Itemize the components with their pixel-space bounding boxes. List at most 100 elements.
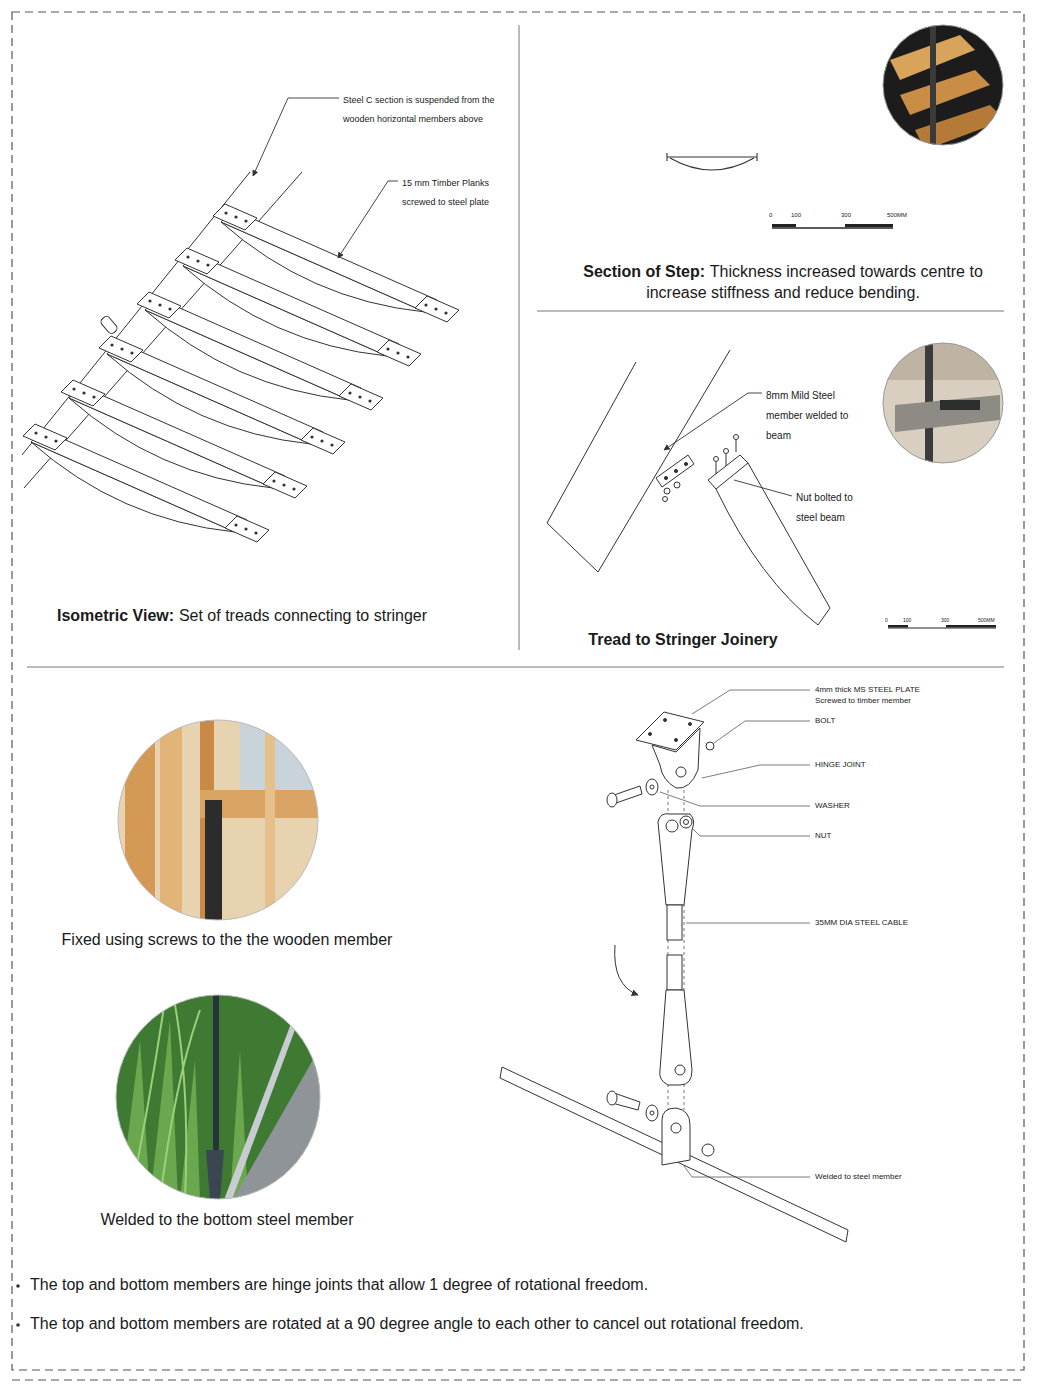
hinge-assembly: [706, 742, 714, 750]
scale-number-block: 300: [941, 617, 949, 623]
leader-line: [702, 765, 810, 778]
part-label: 35MM DIA STEEL CABLE: [815, 918, 908, 927]
bullet-dot: [16, 1323, 20, 1327]
view-caption: Tread to Stringer Joinery: [588, 631, 777, 648]
bullet-dot: [16, 1284, 20, 1288]
hinge-assembly: [676, 767, 686, 777]
view-caption-block: Isometric View: Set of treads connecting …: [57, 605, 497, 627]
joinery-drawing: [736, 440, 737, 452]
joinery-drawing: [684, 462, 687, 465]
scale-bar: [888, 625, 908, 628]
part-label-block: WASHER: [815, 800, 850, 811]
hinge-assembly: [662, 1108, 690, 1165]
hinge-assembly: [646, 1105, 658, 1121]
callout-text-block: Steel C section is suspended from the wo…: [343, 91, 519, 129]
hinge-assembly: [614, 786, 642, 803]
step-section: [667, 153, 757, 170]
photo: [110, 990, 330, 1205]
scale-bar: [946, 625, 996, 628]
joinery-drawing: [748, 463, 830, 608]
scale-bar: [845, 224, 893, 227]
note-text: The top and bottom members are hinge joi…: [30, 1276, 648, 1293]
photo: [205, 800, 222, 920]
part-label-block: BOLT: [815, 715, 835, 726]
sheet-border: [12, 12, 1024, 1380]
hinge-assembly: [684, 820, 689, 825]
photo: [930, 20, 936, 150]
leader-line: [664, 393, 762, 450]
joinery-drawing: [656, 455, 694, 487]
scale-bar: [888, 625, 996, 628]
callout-text: Steel C section is suspended from the wo…: [343, 95, 495, 124]
joinery-drawing: [716, 489, 818, 625]
callout-text: 8mm Mild Steel member welded to beam: [766, 390, 848, 441]
leader-line: [686, 923, 810, 924]
hinge-assembly: [666, 820, 678, 832]
joinery-drawing: [664, 488, 670, 494]
scale-number: 100: [903, 617, 911, 623]
scale-number: 100: [791, 212, 801, 218]
photo: [900, 70, 990, 115]
panel-divider: [537, 311, 1004, 312]
scale-number-block: 300: [841, 211, 851, 219]
photo-caption-block: Welded to the bottom steel member: [17, 1210, 437, 1230]
joinery-drawing: [708, 455, 748, 489]
leader-line: [734, 480, 792, 496]
note-text: The top and bottom members are rotated a…: [30, 1315, 804, 1332]
view-caption: Section of Step:: [583, 263, 705, 280]
panel-divider: [27, 667, 1004, 668]
hinge-assembly: [607, 793, 617, 807]
tread: [23, 204, 459, 542]
part-label-block: HINGE JOINT: [815, 759, 866, 770]
photo-frame: [118, 720, 318, 920]
view-caption-block: Section of Step:Thickness increased towa…: [558, 261, 1008, 303]
joinery-drawing: [674, 482, 680, 488]
hinge-assembly: [649, 733, 652, 736]
leader-line: [338, 181, 398, 258]
rotation-arrow: [615, 945, 638, 995]
view-caption: Set of treads connecting to stringer: [179, 607, 427, 624]
photo: [880, 340, 1010, 470]
leader-line: [664, 393, 792, 496]
photo: [206, 1150, 224, 1200]
photo: [120, 1020, 248, 1200]
tread: [23, 424, 269, 542]
panel-divider: [27, 25, 1004, 667]
stringer: [99, 315, 118, 335]
scale-number-block: 500MM: [978, 617, 995, 623]
photo: [895, 395, 1000, 432]
joinery-drawing: [598, 350, 730, 572]
hinge-assembly: [500, 712, 848, 1242]
hinge-assembly: [646, 779, 658, 795]
hinge-assembly: [636, 712, 704, 750]
view-caption: Isometric View:: [57, 607, 174, 624]
joinery-drawing: [724, 449, 729, 454]
step-section: [756, 153, 757, 161]
photo: [110, 715, 330, 925]
joinery-drawing: [714, 457, 719, 462]
photo: [110, 715, 330, 925]
hinge-assembly: [650, 785, 654, 789]
joinery-drawing: [664, 476, 667, 479]
photo: [222, 1000, 306, 1205]
callout-text-block: 8mm Mild Steel member welded to beam: [766, 386, 858, 446]
part-label: NUT: [815, 831, 831, 840]
scale-number: 0: [885, 617, 888, 623]
part-label-block: Welded to steel member: [815, 1171, 902, 1182]
photo: [880, 20, 1010, 150]
hinge-assembly: [660, 990, 692, 1085]
scale-number: 500MM: [978, 617, 995, 623]
photo-frame: [883, 343, 1003, 463]
leader-line: [684, 1166, 810, 1177]
photo: [880, 340, 1010, 470]
hinge-assembly: [667, 905, 682, 940]
joinery-drawing: [663, 497, 668, 502]
callout-text-block: Nut bolted to steel beam: [796, 488, 872, 528]
scale-number-block: 500MM: [887, 211, 907, 219]
part-label: 4mm thick MS STEEL PLATE Screwed to timb…: [815, 685, 920, 705]
photo: [160, 715, 182, 925]
bullet-dot: [16, 1284, 20, 1327]
scale-bar: [772, 224, 796, 227]
photo: [110, 990, 330, 1205]
note-text-block: The top and bottom members are rotated a…: [30, 1314, 1020, 1334]
